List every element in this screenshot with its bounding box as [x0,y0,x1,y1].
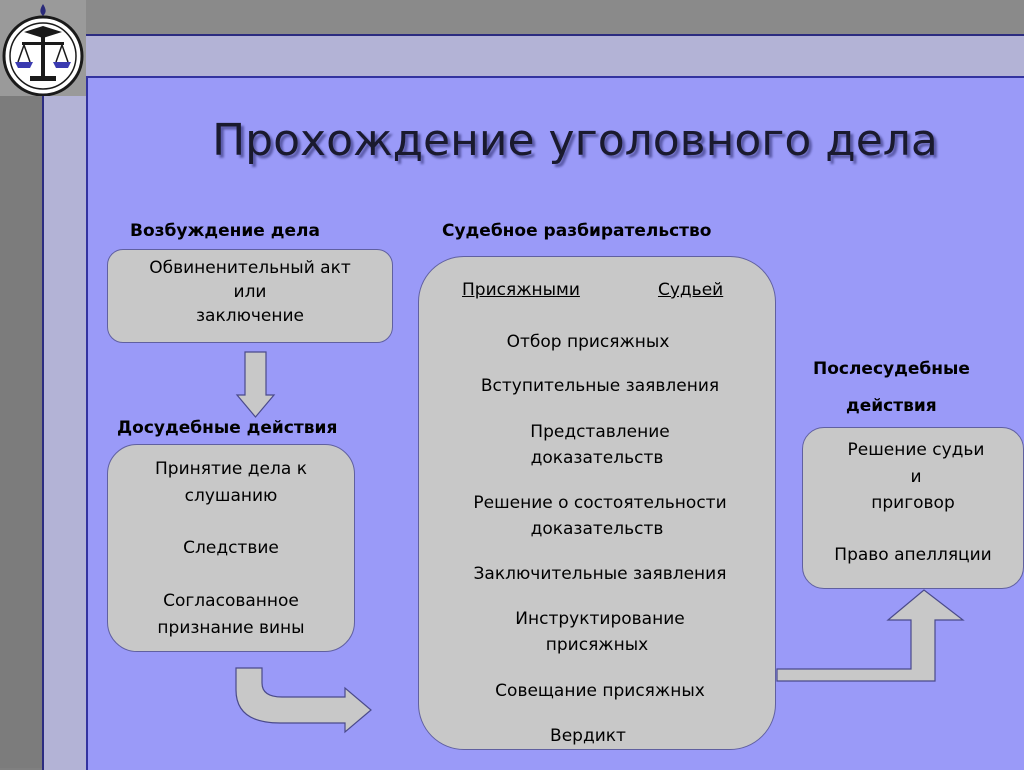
posttrial-box [802,427,1024,589]
trial-jury-label: Присяжными [462,280,580,300]
initiation-box [107,249,393,343]
pretrial-line-4: Согласованное [163,591,299,611]
initiation-header: Возбуждение дела [130,221,320,241]
posttrial-line-3: приговор [871,493,955,513]
initiation-line-1: Обвиненительный акт [149,258,351,278]
initiation-line-2: или [233,282,267,302]
trial-line-4: доказательств [530,448,664,468]
page-title: Прохождение уголовного дела [212,115,938,166]
trial-line-7: Заключительные заявления [473,564,727,584]
trial-box [418,256,776,750]
pretrial-line-2: слушанию [184,486,278,506]
posttrial-line-1: Решение судьи [847,440,985,460]
posttrial-header-line2: действия [846,396,937,416]
trial-line-6: доказательств [530,519,664,539]
posttrial-header-line1: Послесудебные [813,359,970,379]
pretrial-header: Досудебные действия [117,418,338,438]
trial-line-10: Совещание присяжных [495,681,705,701]
pretrial-line-3: Следствие [183,538,279,558]
pretrial-line-1: Принятие дела к [155,459,307,479]
curved-right-arrow [235,667,372,734]
trial-line-3: Представление [530,422,670,442]
posttrial-line-4: Право апелляции [834,545,992,565]
up-right-arrow [776,589,965,682]
top-stripe [0,0,1024,34]
trial-line-11: Вердикт [550,726,626,746]
scales-of-justice-icon [0,0,86,96]
initiation-line-3: заключение [195,306,305,326]
trial-line-5: Решение о состоятельности [473,493,727,513]
trial-line-9: присяжных [545,635,649,655]
pretrial-line-5: признание вины [157,618,305,638]
trial-line-1: Отбор присяжных [506,332,670,352]
trial-judge-label: Судьей [658,280,724,300]
posttrial-line-2: и [910,467,922,487]
down-arrow [235,351,276,418]
trial-header: Судебное разбирательство [442,221,712,241]
pretrial-box [107,444,355,652]
trial-line-2: Вступительные заявления [480,376,720,396]
trial-line-8: Инструктирование [515,609,685,629]
left-band [0,0,42,768]
